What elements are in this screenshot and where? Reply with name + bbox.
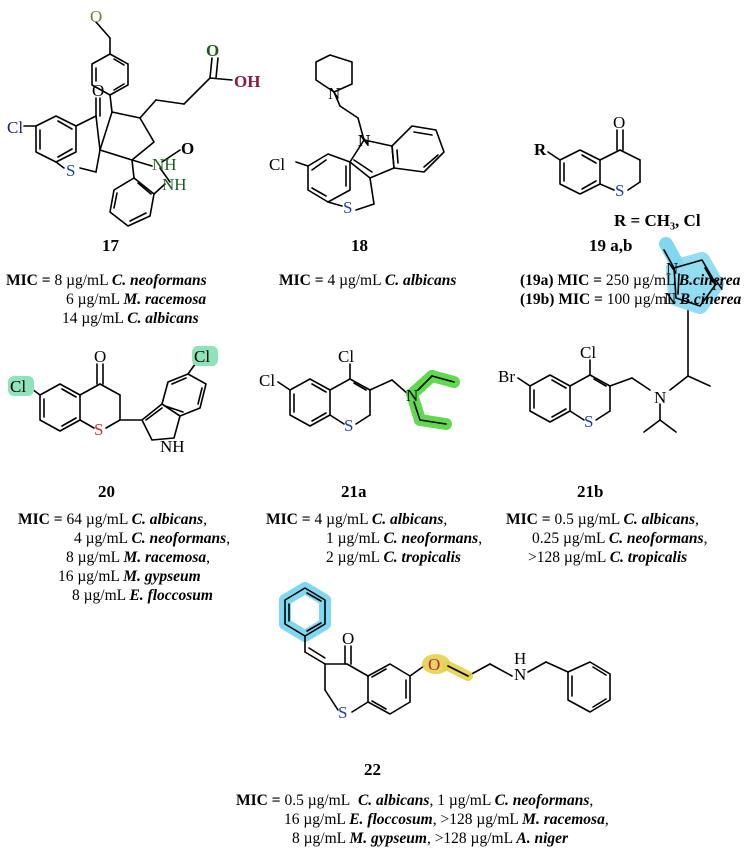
structure-17 xyxy=(23,21,233,227)
atom-21b-br: Br xyxy=(498,367,515,386)
atom-labels: O Cl O NH NH S O O OH Cl N N S R O S R =… xyxy=(7,7,724,722)
compound-id-20: 20 xyxy=(98,482,115,501)
mic-caption-17: MIC = 8 µg/mL C. neoformans 6 µg/mL M. r… xyxy=(6,272,207,327)
atom-18-n-pyr: N xyxy=(328,84,340,103)
atom-20-s: S xyxy=(94,420,103,439)
atom-21b-cl: Cl xyxy=(580,343,596,362)
mic-caption-21b: MIC = 0.5 µg/mL C. albicans, 0.25 µg/mL … xyxy=(506,511,708,566)
mic-caption-18: MIC = 4 µg/mL C. albicans xyxy=(279,272,457,289)
atom-21a-n: N xyxy=(406,386,418,405)
compound-id-19: 19 a,b xyxy=(589,236,633,255)
atom-21b-n3: N xyxy=(664,289,676,308)
atom-18-n-ind: N xyxy=(358,131,371,150)
cl-highlight-20a xyxy=(8,376,34,396)
atom-21a-cl2: Cl xyxy=(259,371,275,390)
atom-17-oh: OH xyxy=(234,72,260,91)
amine-bonds-21a xyxy=(413,375,455,425)
atom-20-nh: NH xyxy=(160,437,185,456)
atom-20-o: O xyxy=(94,347,106,366)
atom-19-s: S xyxy=(615,181,624,200)
structure-22 xyxy=(284,587,611,715)
compound-id-22: 22 xyxy=(364,760,381,779)
atom-17-o-acid: O xyxy=(206,41,219,60)
atom-17-o-ketone: O xyxy=(92,81,104,100)
atom-17-s: S xyxy=(66,161,75,180)
atom-22-o-ether: O xyxy=(428,655,440,674)
atom-21a-s: S xyxy=(344,416,353,435)
atom-22-h: H xyxy=(514,649,526,668)
atom-17-nh1: NH xyxy=(152,155,177,174)
mic-caption-22: MIC = 0.5 µg/mL C. albicans, 1 µg/mL C. … xyxy=(236,792,609,847)
atom-21b-s: S xyxy=(584,412,593,431)
mic-caption-20: MIC = 64 µg/mL C. albicans, 4 µg/mL C. n… xyxy=(18,511,231,604)
structure-20 xyxy=(27,359,207,441)
atom-21a-cl1: Cl xyxy=(338,347,354,366)
benzylidene-highlight-22 xyxy=(279,582,331,642)
atom-17-o-amide: O xyxy=(181,139,194,158)
atom-20-cl2: Cl xyxy=(194,347,210,366)
structure-19 xyxy=(547,129,641,195)
atom-22-s: S xyxy=(338,703,347,722)
ether-highlight-22 xyxy=(422,654,450,674)
triazole-methyl-highlight xyxy=(659,237,683,269)
compound-id-17: 17 xyxy=(102,236,119,255)
compound-id-21a: 21a xyxy=(341,482,367,501)
atom-17-cl: Cl xyxy=(7,118,23,137)
structure-21b xyxy=(517,309,711,433)
atom-18-s: S xyxy=(343,198,352,217)
atom-21b-n-amine: N xyxy=(654,388,666,407)
triazole-bonds-21b xyxy=(663,249,717,307)
atom-20-cl1: Cl xyxy=(10,377,26,396)
compound-id-18: 18 xyxy=(351,236,368,255)
cl-highlight-20b xyxy=(192,346,218,366)
atom-19-o: O xyxy=(613,113,625,132)
atom-21b-n2: N xyxy=(712,275,724,294)
mic-caption-19: (19a) MIC = 250 µg/mL B.cinerea (19b) MI… xyxy=(520,272,742,308)
atom-18-cl: Cl xyxy=(269,155,285,174)
atom-19-r: R xyxy=(534,140,547,159)
atom-17-nh2: NH xyxy=(162,175,187,194)
compound-id-21b: 21b xyxy=(577,482,604,501)
mic-caption-21a: MIC = 4 µg/mL C. albicans, 1 µg/mL C. ne… xyxy=(266,511,483,566)
structure-21a xyxy=(277,363,409,427)
structure-18 xyxy=(295,54,445,211)
atom-22-o-ketone: O xyxy=(342,629,354,648)
atom-21b-n1: N xyxy=(666,259,678,278)
atom-17-o-methoxy: O xyxy=(90,7,102,26)
atom-19-r-def: R = CH₃, Cl xyxy=(614,211,701,230)
atom-22-n: N xyxy=(514,665,526,684)
